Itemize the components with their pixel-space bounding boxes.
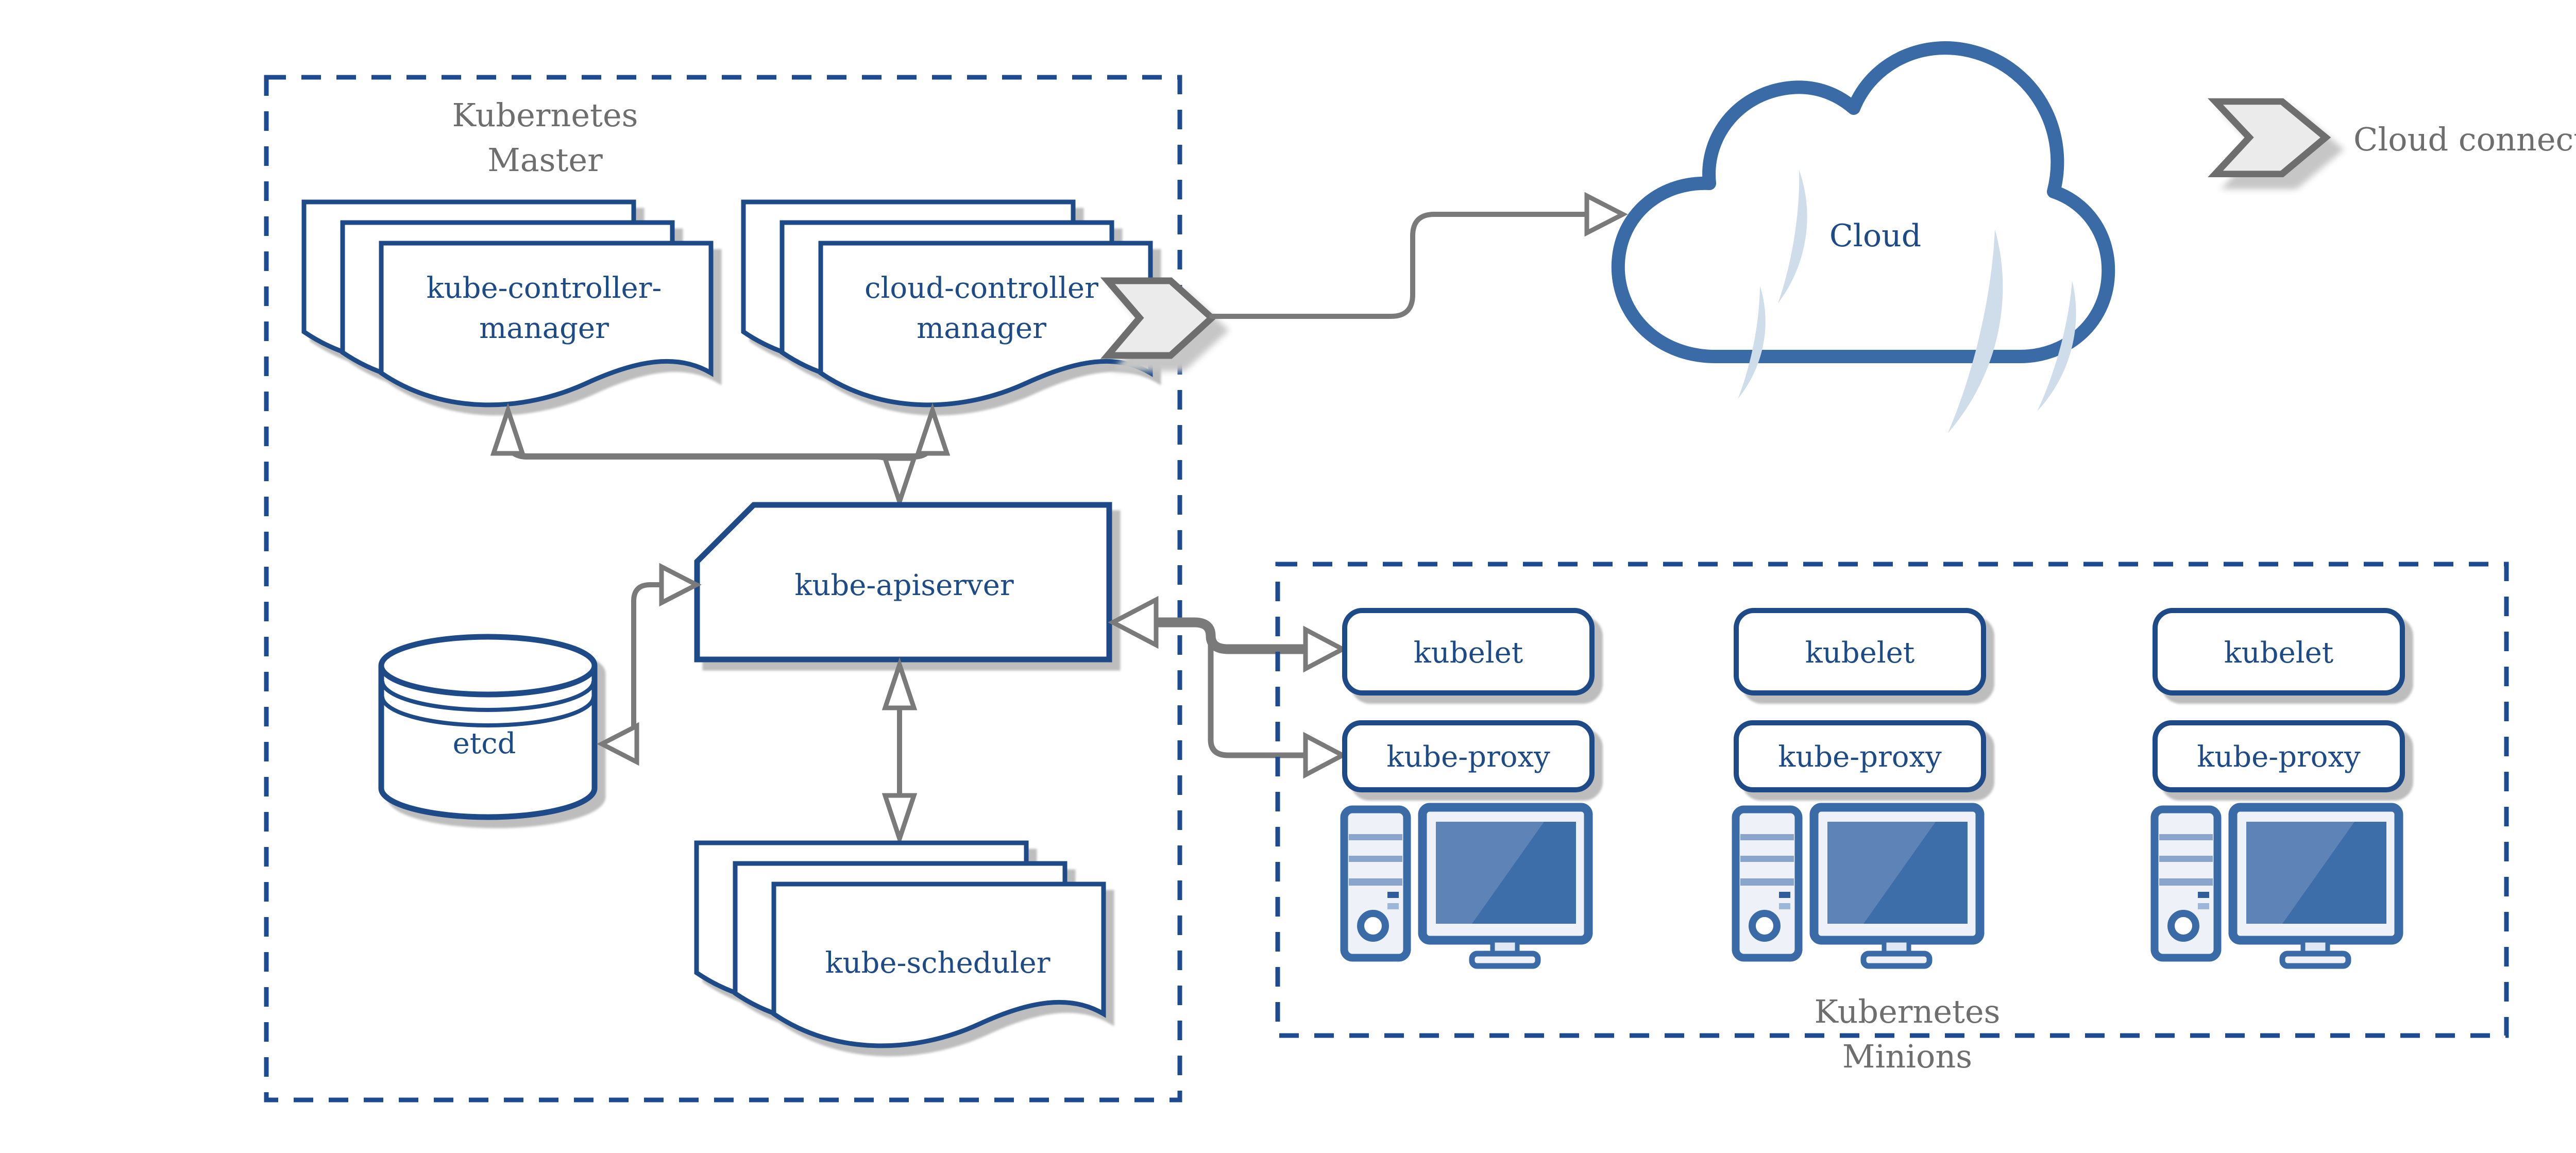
arrowhead-up-ccm <box>914 402 951 456</box>
kubelet-label: kubelet <box>2224 636 2334 670</box>
arrowhead-right-cloud <box>1584 192 1628 237</box>
computer-icon <box>2155 807 2399 966</box>
cloud-controller-manager-label-line1: cloud-controller <box>865 272 1098 305</box>
minions-title-line1: Kubernetes <box>1815 993 2001 1030</box>
kube-apiserver-node: kube-apiserver <box>694 502 1112 663</box>
database-cylinder-icon <box>378 634 598 820</box>
kube-proxy-node: kube-proxy <box>1734 720 1986 792</box>
kube-proxy-pill <box>1734 720 1986 792</box>
arrowhead-right-kubelet <box>1303 625 1348 673</box>
arrowhead-up-apiserver <box>882 657 918 710</box>
kube-controller-manager-label-line1: kube-controller- <box>427 272 662 305</box>
arrowhead-down-scheduler <box>882 793 918 846</box>
master-title: Kubernetes Master <box>452 96 638 179</box>
arrow-apiserver-kubeproxy <box>1208 642 1348 779</box>
kube-controller-manager-node: kube-controller- manager <box>304 202 711 405</box>
kube-proxy-label: kube-proxy <box>1778 740 1942 774</box>
kube-scheduler-label: kube-scheduler <box>825 946 1050 980</box>
kubelet-node: kubelet <box>1342 608 1595 696</box>
card-shape <box>694 502 1112 663</box>
kube-proxy-pill <box>2153 720 2405 792</box>
kubelet-pill <box>1734 608 1986 696</box>
minion-column-3: kubelet kube-proxy <box>2153 608 2405 966</box>
cloud-node: Cloud <box>1611 41 2115 439</box>
cloud-controller-manager-label-line2: manager <box>917 312 1046 345</box>
legend-cloud-connector: Cloud connector <box>2215 101 2576 174</box>
arrow-apiserver-etcd <box>597 563 702 766</box>
kube-proxy-label: kube-proxy <box>1386 740 1550 774</box>
etcd-label: etcd <box>453 727 516 760</box>
legend-label: Cloud connector <box>2353 121 2576 158</box>
kubelet-label: kubelet <box>1805 636 1915 670</box>
kube-proxy-node: kube-proxy <box>1342 720 1595 792</box>
kube-proxy-label: kube-proxy <box>2197 740 2361 774</box>
arrowhead-right-kubeproxy <box>1303 732 1348 779</box>
computer-icon <box>1736 807 1980 966</box>
kubernetes-master-box <box>264 75 1182 1103</box>
kubelet-label: kubelet <box>1414 636 1523 670</box>
kubelet-node: kubelet <box>2153 608 2405 696</box>
master-title-line1: Kubernetes <box>452 96 638 134</box>
cloud-label: Cloud <box>1829 218 1921 254</box>
minions-title: Kubernetes Minions <box>1815 993 2001 1075</box>
minions-title-line2: Minions <box>1842 1038 1972 1075</box>
arrow-apiserver-kubelet <box>1108 596 1348 673</box>
arrowhead-up-kcm <box>490 402 526 456</box>
arrowhead-left-etcd <box>597 722 639 766</box>
arrow-apiserver-to-controllers <box>490 402 951 510</box>
master-title-line2: Master <box>487 141 603 179</box>
arrow-apiserver-scheduler <box>882 657 918 846</box>
minion-column-1: kubelet kube-proxy <box>1342 608 1595 966</box>
kube-proxy-node: kube-proxy <box>2153 720 2405 792</box>
computer-icon <box>1344 807 1588 966</box>
kubelet-node: kubelet <box>1734 608 1986 696</box>
kubelet-pill <box>2153 608 2405 696</box>
kube-proxy-pill <box>1342 720 1595 792</box>
arrow-ccm-cloud <box>1209 192 1628 319</box>
arrowhead-right-apiserver <box>659 563 702 607</box>
kube-controller-manager-label-line2: manager <box>479 312 609 345</box>
etcd-node: etcd <box>378 634 598 820</box>
arrowhead-left-apiserver <box>1108 596 1159 649</box>
minion-column-2: kubelet kube-proxy <box>1734 608 1986 966</box>
cloud-controller-manager-node: cloud-controller manager <box>743 202 1150 405</box>
cloud-icon <box>1611 41 2115 364</box>
kube-apiserver-label: kube-apiserver <box>794 569 1013 602</box>
arrowhead-down-apiserver <box>882 456 918 510</box>
cloud-connector-legend-icon <box>2215 101 2326 174</box>
kubernetes-minions-box <box>1275 562 2509 1038</box>
document-stack-icon <box>697 843 1104 1046</box>
kubelet-pill <box>1342 608 1595 696</box>
kube-scheduler-node: kube-scheduler <box>697 843 1104 1046</box>
